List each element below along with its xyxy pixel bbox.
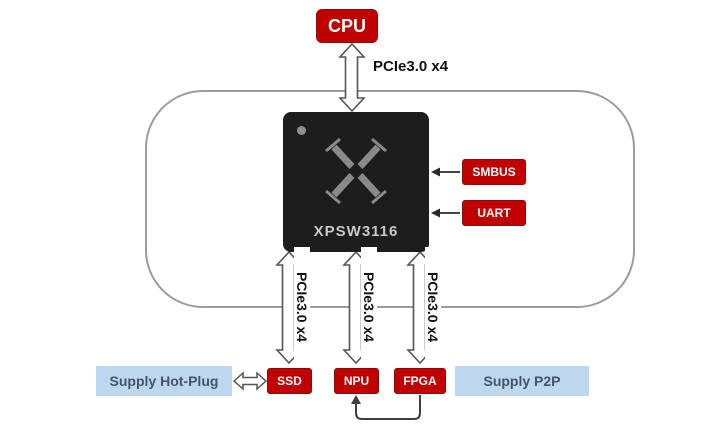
- downstream-link-label-npu: PCIe3.0 x4: [361, 247, 377, 367]
- pcie-upstream-arrow: [338, 42, 366, 113]
- hot-plug-arrow: [232, 371, 268, 391]
- uart-arrow: [431, 208, 460, 218]
- uart-box: UART: [462, 200, 526, 226]
- cpu-box: CPU: [316, 9, 378, 43]
- npu-box: NPU: [334, 368, 379, 394]
- p2p-connector: [351, 395, 421, 420]
- smbus-box: SMBUS: [462, 159, 526, 185]
- downstream-link-label-fpga: PCIe3.0 x4: [425, 247, 441, 367]
- chip: XPSW3116: [283, 112, 429, 252]
- supply-p2p-note: Supply P2P: [455, 366, 589, 396]
- chip-name: XPSW3116: [313, 223, 399, 240]
- upstream-link-label: PCIe3.0 x4: [373, 58, 449, 75]
- fpga-box: FPGA: [394, 368, 446, 394]
- smbus-arrow: [431, 167, 460, 177]
- chip-logo-icon: [325, 137, 387, 204]
- pin1-dot-icon: [297, 126, 306, 135]
- ssd-box: SSD: [267, 368, 312, 394]
- supply-hot-plug-note: Supply Hot-Plug: [96, 366, 232, 396]
- downstream-link-label-ssd: PCIe3.0 x4: [294, 247, 310, 367]
